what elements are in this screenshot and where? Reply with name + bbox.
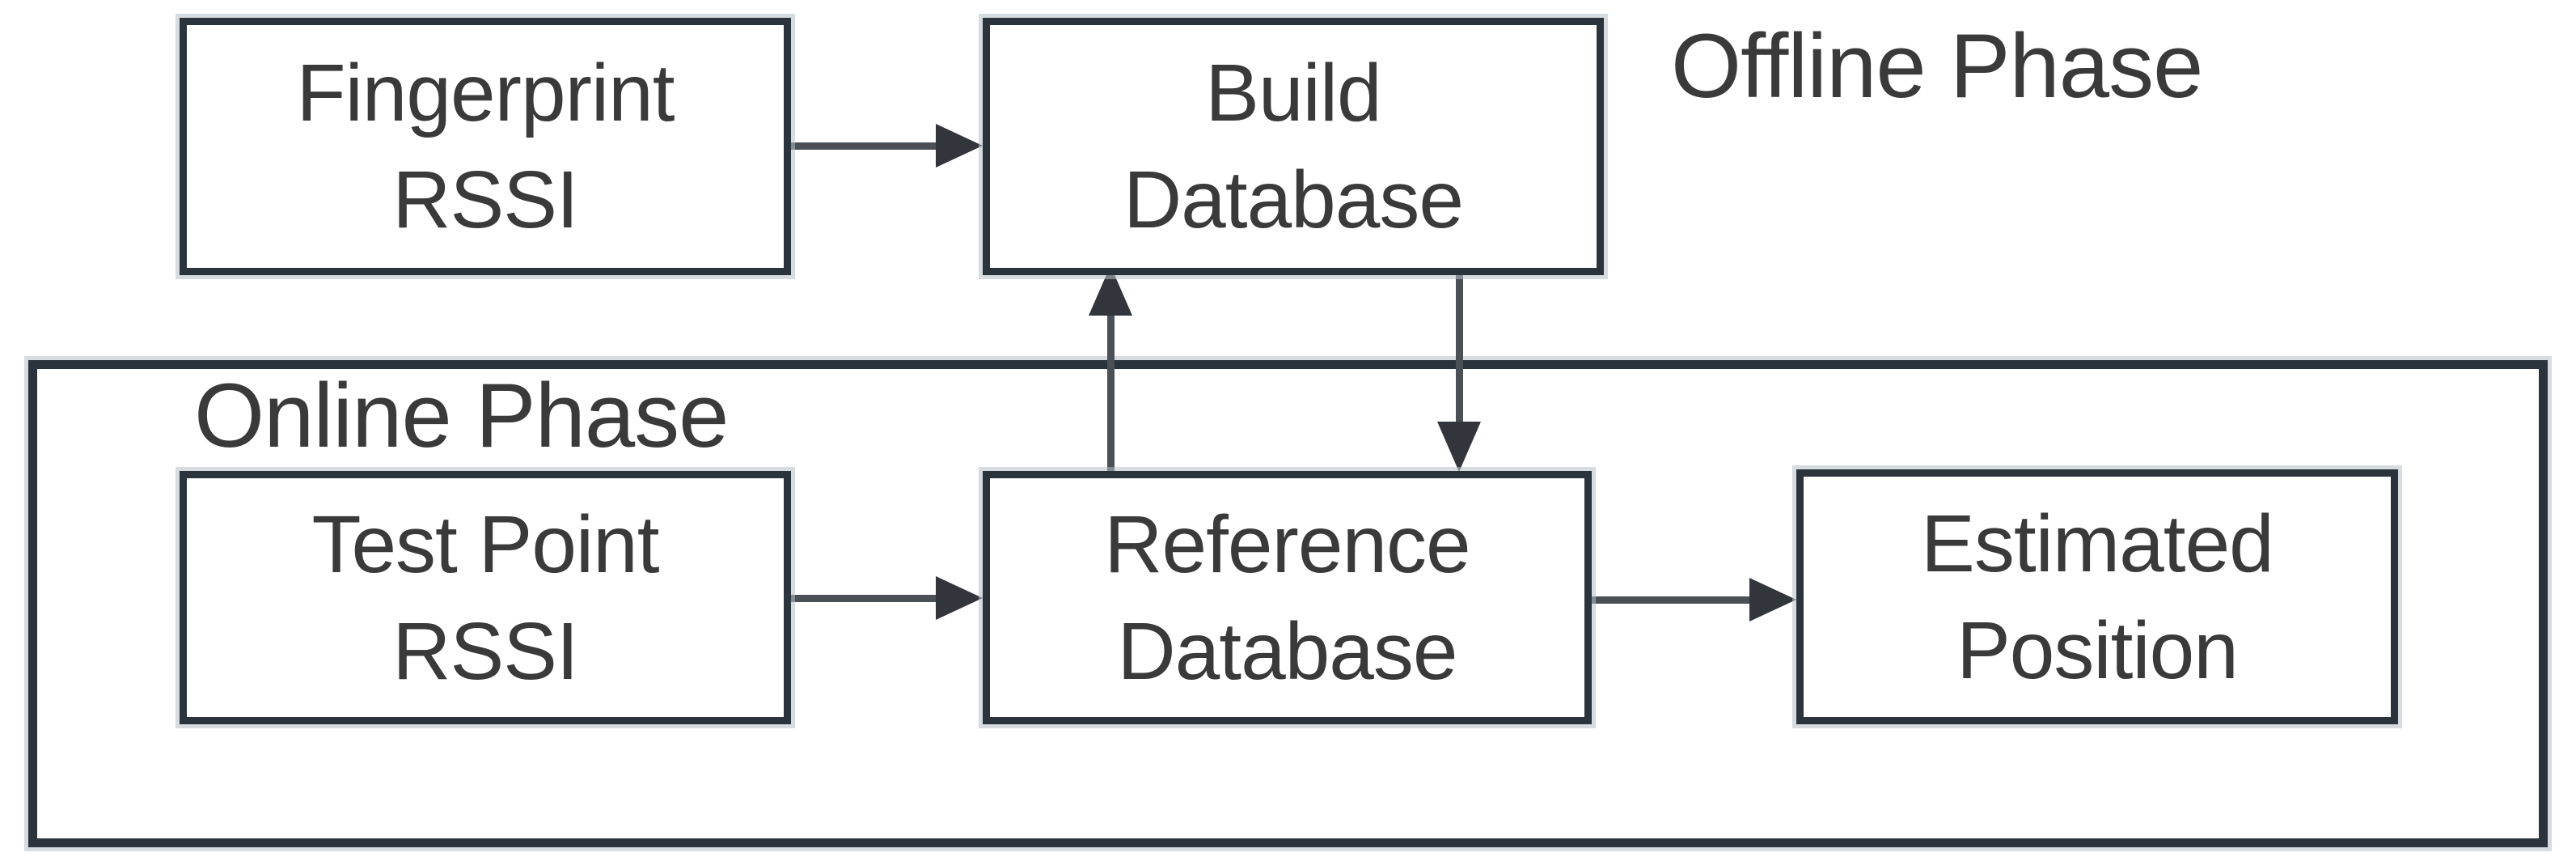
arrow-head (936, 124, 983, 168)
arrow-shaft (788, 142, 945, 150)
node-fingerprint-rssi: Fingerprint RSSI (180, 18, 791, 275)
online-phase-container (28, 360, 2548, 847)
node-build-database: Build Database (983, 18, 1604, 275)
online-phase-label: Online Phase (194, 365, 729, 466)
offline-phase-label: Offline Phase (1671, 15, 2203, 117)
node-test-point-rssi: Test Point RSSI (180, 471, 791, 724)
node-reference-database: Reference Database (983, 471, 1592, 724)
node-estimated-position: Estimated Position (1796, 469, 2398, 724)
